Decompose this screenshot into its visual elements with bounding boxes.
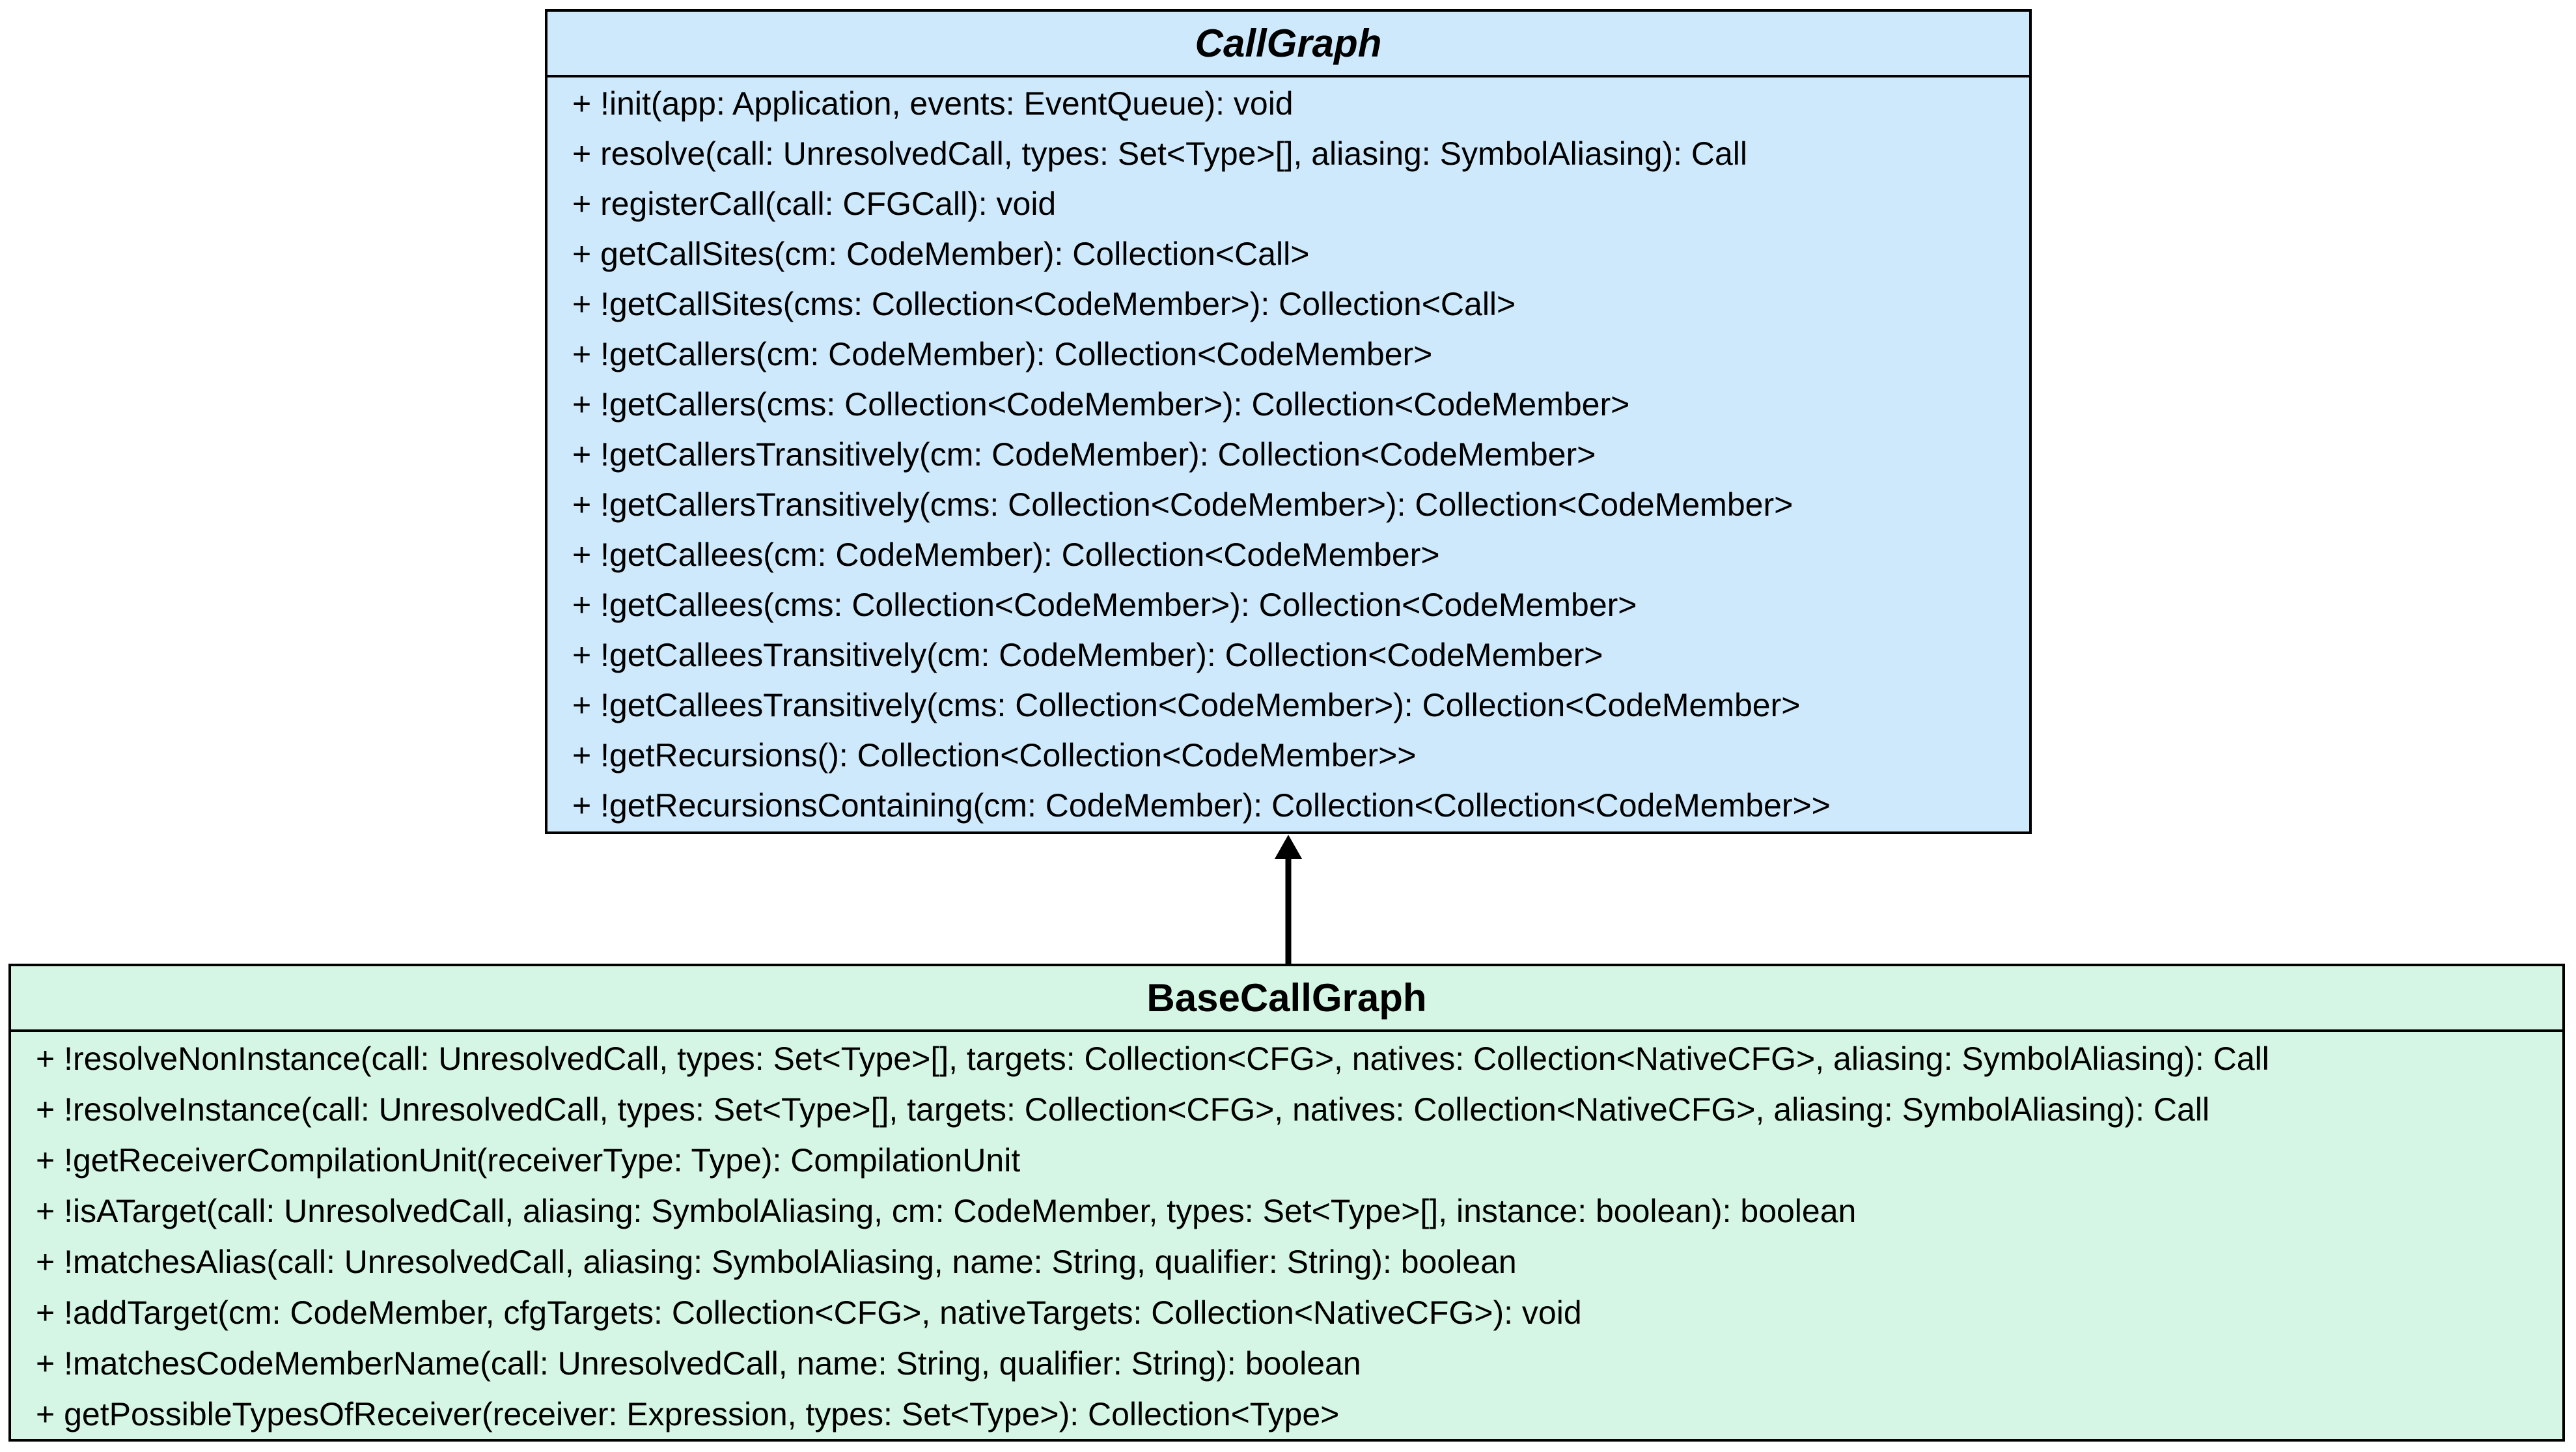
method-signature: + !addTarget(cm: CodeMember, cfgTargets:…: [36, 1294, 1582, 1331]
method-signature: + resolve(call: UnresolvedCall, types: S…: [572, 135, 1747, 172]
method-signature: + !getCalleesTransitively(cms: Collectio…: [572, 687, 1801, 723]
method-signature: + getPossibleTypesOfReceiver(receiver: E…: [36, 1396, 1340, 1432]
method-signature: + !resolveInstance(call: UnresolvedCall,…: [36, 1091, 2210, 1128]
method-signature: + !init(app: Application, events: EventQ…: [572, 85, 1294, 122]
method-signature: + !resolveNonInstance(call: UnresolvedCa…: [36, 1040, 2269, 1077]
method-signature: + getCallSites(cm: CodeMember): Collecti…: [572, 236, 1310, 272]
method-signature: + !matchesCodeMemberName(call: Unresolve…: [36, 1345, 1361, 1382]
method-signature: + !getCallSites(cms: Collection<CodeMemb…: [572, 286, 1516, 322]
method-signature: + !getCallers(cms: Collection<CodeMember…: [572, 386, 1630, 423]
method-signature: + !getCallersTransitively(cm: CodeMember…: [572, 436, 1596, 473]
method-signature: + !getCalleesTransitively(cm: CodeMember…: [572, 637, 1603, 673]
method-signature: + !getRecursions(): Collection<Collectio…: [572, 737, 1417, 774]
class-box-basecallgraph: BaseCallGraph + !resolveNonInstance(call…: [8, 964, 2565, 1442]
class-title-callgraph: CallGraph: [547, 12, 2029, 77]
arrow-head-icon: [1275, 835, 1302, 859]
class-title-basecallgraph: BaseCallGraph: [11, 966, 2562, 1032]
method-signature: + !getCallers(cm: CodeMember): Collectio…: [572, 336, 1433, 372]
method-signature: + !getRecursionsContaining(cm: CodeMembe…: [572, 787, 1831, 824]
method-signature: + !matchesAlias(call: UnresolvedCall, al…: [36, 1244, 1517, 1280]
method-signature: + !isATarget(call: UnresolvedCall, alias…: [36, 1193, 1857, 1229]
class-box-callgraph: CallGraph + !init(app: Application, even…: [545, 9, 2032, 834]
generalization-arrow: [1275, 835, 1302, 964]
method-signature: + !getReceiverCompilationUnit(receiverTy…: [36, 1142, 1021, 1179]
method-list-basecallgraph: + !resolveNonInstance(call: UnresolvedCa…: [11, 1032, 2562, 1439]
method-signature: + registerCall(call: CFGCall): void: [572, 186, 1057, 222]
method-signature: + !getCallees(cms: Collection<CodeMember…: [572, 587, 1637, 623]
method-signature: + !getCallees(cm: CodeMember): Collectio…: [572, 537, 1440, 573]
method-signature: + !getCallersTransitively(cms: Collectio…: [572, 486, 1794, 523]
method-list-callgraph: + !init(app: Application, events: EventQ…: [547, 77, 2029, 831]
